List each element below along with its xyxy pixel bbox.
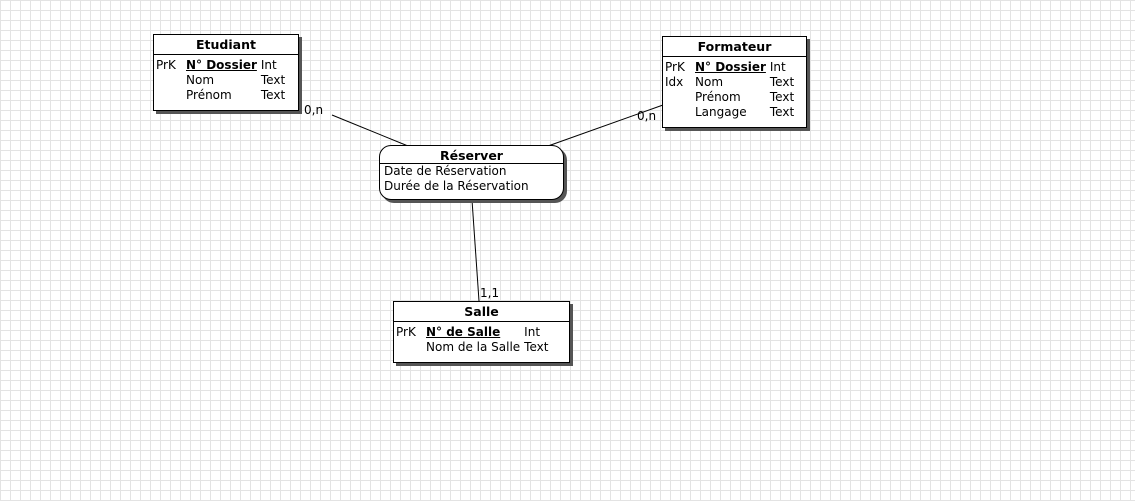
attribute-key: Idx bbox=[665, 75, 684, 89]
entity-formateur[interactable]: Formateur PrK N° Dossier Int Idx Nom Tex… bbox=[662, 36, 807, 128]
attribute-name: N° Dossier bbox=[695, 60, 766, 74]
attribute-row: Idx Nom Text bbox=[663, 75, 794, 90]
attribute-list: PrK N° Dossier Int Nom Text Prénom Text bbox=[154, 58, 285, 103]
attribute-row: Prénom Text bbox=[663, 90, 794, 105]
attribute-name: N° Dossier bbox=[186, 58, 257, 72]
attribute-list: PrK N° Dossier Int Idx Nom Text Prénom T… bbox=[663, 60, 794, 120]
attribute-key bbox=[154, 88, 186, 103]
attribute-row: PrK N° Dossier Int bbox=[154, 58, 285, 73]
attribute-row: Langage Text bbox=[663, 105, 794, 120]
attribute-name: Nom de la Salle bbox=[426, 340, 521, 354]
attribute-type: Text bbox=[260, 88, 286, 102]
attribute-name: N° de Salle bbox=[426, 325, 501, 339]
attribute-row: PrK N° Dossier Int bbox=[663, 60, 794, 75]
link-etudiant-reserver bbox=[331, 114, 409, 147]
entity-title: Formateur bbox=[663, 37, 806, 57]
attribute-type: Int bbox=[260, 58, 277, 72]
cardinality-salle: 1,1 bbox=[480, 286, 500, 300]
attribute-name: Langage bbox=[695, 105, 747, 119]
attribute-name: Nom bbox=[695, 75, 724, 89]
attribute-list: PrK N° de Salle Int Nom de la Salle Text bbox=[394, 325, 548, 355]
association-reserver[interactable]: Réserver Date de Réservation Durée de la… bbox=[379, 145, 564, 200]
attribute-type: Int bbox=[524, 325, 541, 339]
attribute-name: Nom bbox=[186, 73, 215, 87]
attribute-key bbox=[663, 105, 695, 120]
attribute-key: PrK bbox=[156, 58, 176, 72]
association-title: Réserver bbox=[380, 146, 563, 164]
cardinality-formateur: 0,n bbox=[637, 109, 657, 123]
attribute-row: Prénom Text bbox=[154, 88, 285, 103]
attribute-key bbox=[394, 340, 426, 355]
association-attribute: Durée de la Réservation bbox=[384, 179, 529, 193]
attribute-name: Prénom bbox=[186, 88, 232, 102]
association-attribute: Date de Réservation bbox=[384, 164, 507, 178]
attribute-key: PrK bbox=[665, 60, 685, 74]
attribute-type: Text bbox=[769, 75, 795, 89]
attribute-row: PrK N° de Salle Int bbox=[394, 325, 548, 340]
attribute-row: Nom de la Salle Text bbox=[394, 340, 548, 355]
attribute-type: Text bbox=[769, 105, 795, 119]
attribute-name: Prénom bbox=[695, 90, 741, 104]
attribute-type: Text bbox=[524, 340, 549, 354]
link-salle-reserver bbox=[471, 199, 480, 302]
attribute-key bbox=[154, 73, 186, 88]
attribute-type: Int bbox=[769, 60, 786, 74]
attribute-type: Text bbox=[769, 90, 795, 104]
attribute-key bbox=[663, 90, 695, 105]
entity-etudiant[interactable]: Etudiant PrK N° Dossier Int Nom Text Pré… bbox=[153, 34, 299, 111]
entity-title: Salle bbox=[394, 302, 569, 322]
attribute-row: Nom Text bbox=[154, 73, 285, 88]
attribute-key: PrK bbox=[396, 325, 416, 339]
entity-salle[interactable]: Salle PrK N° de Salle Int Nom de la Sall… bbox=[393, 301, 570, 363]
entity-title: Etudiant bbox=[154, 35, 298, 55]
cardinality-etudiant: 0,n bbox=[304, 103, 324, 117]
attribute-type: Text bbox=[260, 73, 286, 87]
